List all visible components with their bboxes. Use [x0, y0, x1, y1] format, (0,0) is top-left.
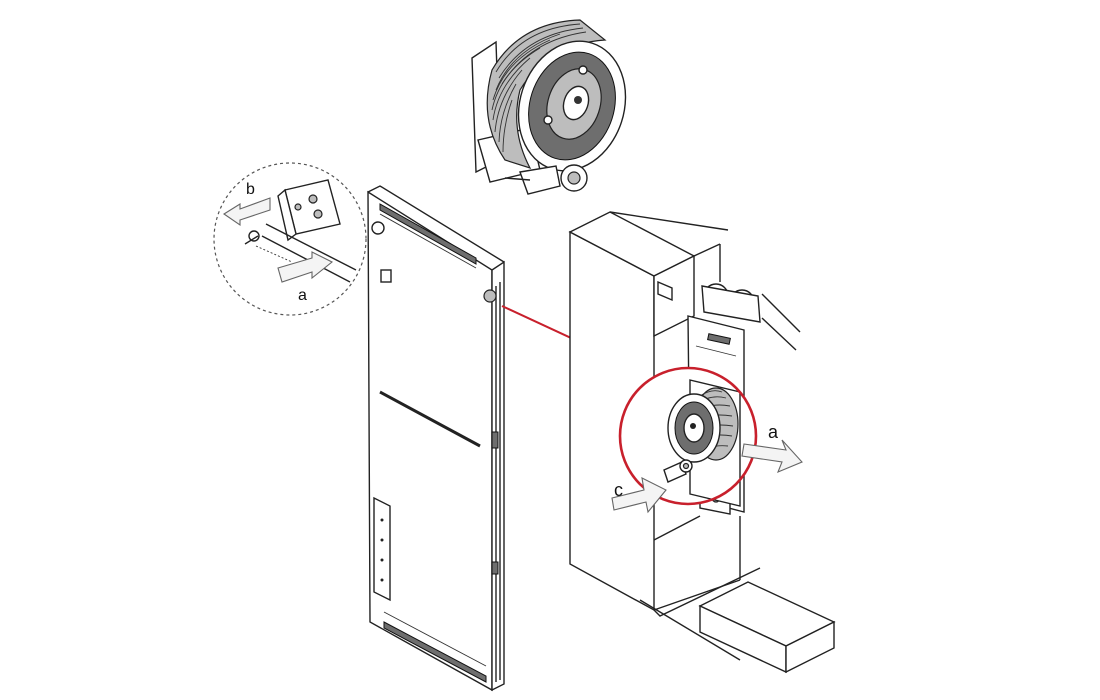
- main-label-c: c: [614, 480, 623, 500]
- pulley-drum-closeup: [471, 19, 627, 195]
- detail-label-b: b: [246, 181, 255, 198]
- highlight-callout: [618, 366, 758, 507]
- main-label-a: a: [768, 422, 779, 442]
- arrow-a: [741, 439, 803, 474]
- arrow-c: [611, 477, 667, 514]
- detail-label-a: a: [298, 287, 307, 304]
- detail-circle: b a: [213, 162, 367, 316]
- door-panel: [367, 185, 505, 692]
